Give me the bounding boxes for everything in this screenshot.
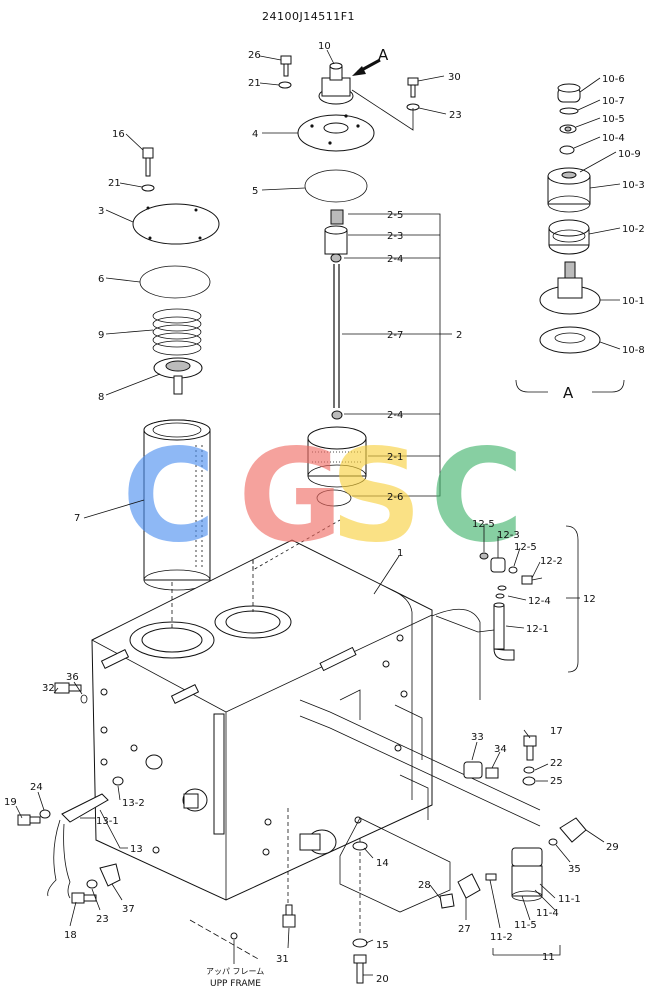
callout-11-1: 11-1 [558, 894, 581, 905]
callout-21-left: 21 [108, 178, 121, 189]
callout-2-7: 2-7 [387, 330, 403, 341]
callout-10: 10 [318, 41, 331, 52]
callout-13-1: 13-1 [96, 816, 119, 827]
callout-12-4: 12-4 [528, 596, 551, 607]
view-a-arrow-label: A [378, 46, 389, 64]
callout-18: 18 [64, 930, 77, 941]
watermark-letter-c2: C [430, 422, 524, 571]
detail-a-breather-exploded [515, 83, 625, 393]
callout-2-5: 2-5 [387, 210, 403, 221]
callout-26: 26 [248, 50, 261, 61]
watermark-letter-c1: C [122, 422, 216, 571]
callout-35: 35 [568, 864, 581, 875]
callout-3: 3 [98, 206, 104, 217]
right-side-fittings [352, 735, 587, 984]
callout-12-1: 12-1 [526, 624, 549, 635]
callout-12-2: 12-2 [540, 556, 563, 567]
callout-13-2: 13-2 [122, 798, 145, 809]
diagram-title: 24100J14511F1 [262, 10, 355, 23]
callout-28: 28 [418, 880, 431, 891]
callout-17: 17 [550, 726, 563, 737]
callout-10-8: 10-8 [622, 345, 645, 356]
callout-11-2: 11-2 [490, 932, 513, 943]
callout-2-4-upper: 2-4 [387, 254, 403, 265]
left-side-fittings [17, 682, 296, 928]
callout-2-4-lower: 2-4 [387, 410, 403, 421]
callout-12-5-upper: 12-5 [472, 519, 495, 530]
callout-10-2: 10-2 [622, 224, 645, 235]
hydraulic-tank-body [91, 519, 541, 961]
detail-a-caption: A [563, 384, 574, 402]
callout-22: 22 [550, 758, 563, 769]
callout-10-1: 10-1 [622, 296, 645, 307]
callout-10-9: 10-9 [618, 149, 641, 160]
callout-15: 15 [376, 940, 389, 951]
callout-14: 14 [376, 858, 389, 869]
callout-37: 37 [122, 904, 135, 915]
callout-29: 29 [606, 842, 619, 853]
callout-27: 27 [458, 924, 471, 935]
callout-10-5: 10-5 [602, 114, 625, 125]
callout-31: 31 [276, 954, 289, 965]
suction-pipe-assembly [431, 525, 579, 700]
callout-34: 34 [494, 744, 507, 755]
callout-24: 24 [30, 782, 43, 793]
callout-25: 25 [550, 776, 563, 787]
callout-23-left: 23 [96, 914, 109, 925]
callout-12-5-lower: 12-5 [514, 542, 537, 553]
callout-30: 30 [448, 72, 461, 83]
cgsc-watermark: C G S C [122, 422, 524, 571]
callout-23-top: 23 [449, 110, 462, 121]
frame-label-en: UPP FRAME [210, 979, 261, 989]
callout-33: 33 [471, 732, 484, 743]
callout-11: 11 [542, 952, 555, 963]
callout-leaders [15, 49, 621, 976]
callout-10-7: 10-7 [602, 96, 625, 107]
callout-10-6: 10-6 [602, 74, 625, 85]
callout-1: 1 [397, 548, 403, 559]
watermark-letter-s: S [330, 422, 422, 571]
callout-11-4: 11-4 [536, 908, 559, 919]
callout-6: 6 [98, 274, 104, 285]
watermark-letter-g: G [238, 422, 343, 571]
callout-32: 32 [42, 683, 55, 694]
callout-10-3: 10-3 [622, 180, 645, 191]
frame-label-jp: アッパ フレーム [206, 967, 264, 976]
callout-2-3: 2-3 [387, 231, 403, 242]
callout-21-top: 21 [248, 78, 261, 89]
callout-13: 13 [130, 844, 143, 855]
callout-2-1: 2-1 [387, 452, 403, 463]
callout-11-5: 11-5 [514, 920, 537, 931]
callout-2-6: 2-6 [387, 492, 403, 503]
callout-19: 19 [4, 797, 17, 808]
return-filter-assembly [307, 209, 452, 507]
callout-9: 9 [98, 330, 104, 341]
breather-assembly [278, 55, 420, 203]
callout-7: 7 [74, 513, 80, 524]
callout-10-4: 10-4 [602, 133, 625, 144]
callout-4: 4 [252, 129, 258, 140]
callout-5: 5 [252, 186, 258, 197]
callout-20: 20 [376, 974, 389, 985]
callout-12-3: 12-3 [497, 530, 520, 541]
callout-12: 12 [583, 594, 596, 605]
strainer-stack [132, 147, 220, 591]
callout-36: 36 [66, 672, 79, 683]
callout-8: 8 [98, 392, 104, 403]
callout-16: 16 [112, 129, 125, 140]
callout-2: 2 [456, 330, 462, 341]
